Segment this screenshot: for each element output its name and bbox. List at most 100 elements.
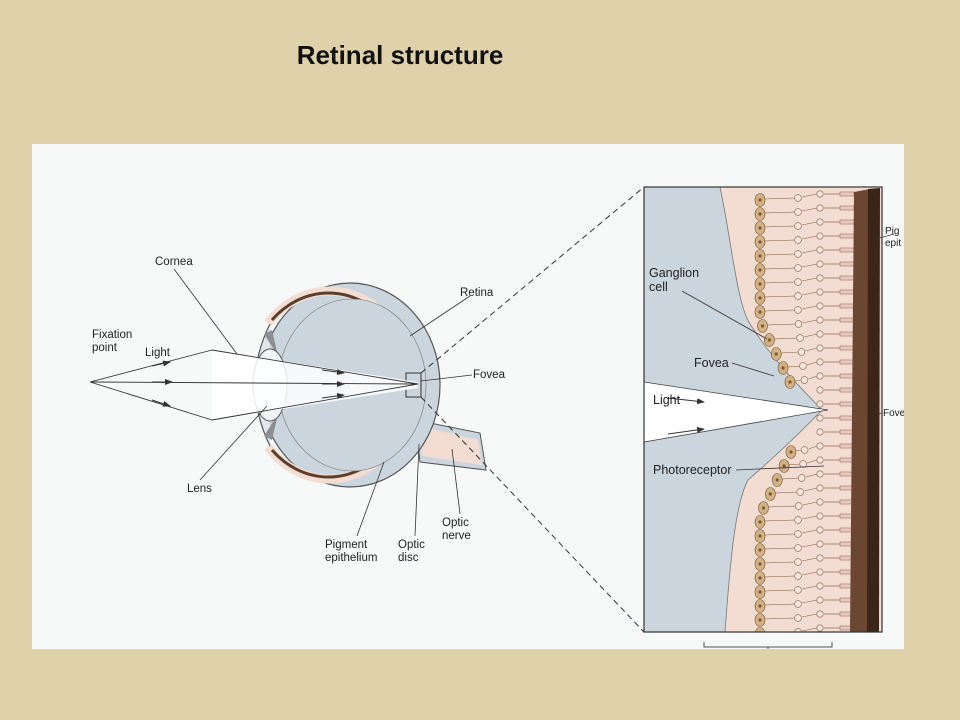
cell-connection	[801, 557, 818, 562]
bipolar-cell	[794, 222, 802, 230]
ganglion-axon	[764, 561, 796, 564]
photoreceptor-segment	[839, 415, 855, 421]
slide-title: Retinal structure	[296, 40, 504, 70]
cell-connection	[807, 459, 818, 464]
ganglion-axon	[764, 295, 796, 298]
detail-light-arrow-1	[667, 397, 705, 405]
ganglion-nucleus	[767, 338, 771, 342]
photoreceptor-cell	[816, 442, 824, 450]
label-fovea: Fovea	[473, 369, 506, 381]
cell-connection	[808, 445, 818, 450]
ganglion-axon	[781, 351, 799, 354]
ganglion-axon	[764, 547, 796, 550]
ganglion-axon	[764, 603, 796, 606]
ganglion-nucleus	[758, 254, 762, 258]
light-ray-upper	[89, 349, 213, 383]
ganglion-nucleus	[758, 548, 762, 552]
photoreceptor-cell	[816, 246, 824, 254]
ganglion-axon	[782, 477, 799, 480]
label-edge-fove: Fove	[883, 408, 904, 419]
label-detail-fovea: Fovea	[694, 356, 729, 370]
ganglion-axon	[788, 365, 800, 368]
photoreceptor-cell	[816, 498, 824, 506]
photoreceptor-cell	[816, 568, 824, 576]
label-photoreceptor: Photoreceptor	[653, 463, 732, 477]
bipolar-cell	[794, 306, 802, 314]
bipolar-cell	[799, 362, 807, 370]
bipolar-cell	[794, 250, 802, 258]
ganglion-nucleus	[774, 352, 778, 356]
bipolar-cell	[794, 264, 802, 272]
bipolar-cell	[794, 530, 802, 538]
ganglion-nucleus	[782, 464, 786, 468]
light-ray-lower-2	[211, 383, 419, 421]
photoreceptor-segment	[839, 205, 855, 211]
ganglion-axon	[764, 197, 796, 200]
ganglion-nucleus	[758, 576, 762, 580]
label-optic-nerve-line1: Optic	[442, 517, 469, 529]
arrow-4	[321, 369, 345, 376]
ganglion-axon	[764, 617, 796, 620]
cell-connection	[802, 501, 818, 506]
label-fixation-point-line1: Fixation	[92, 329, 132, 341]
photoreceptor-cell	[816, 372, 824, 380]
ganglion-axon	[774, 337, 798, 340]
ganglion-axon	[764, 225, 796, 228]
bipolar-cell	[794, 516, 802, 524]
photoreceptor-segment	[839, 261, 855, 267]
ganglion-nucleus	[758, 618, 762, 622]
photoreceptor-cell	[816, 190, 824, 198]
ganglion-axon	[764, 533, 796, 536]
ganglion-axon	[795, 449, 802, 452]
photoreceptor-segment	[839, 401, 855, 407]
leader-retina	[409, 295, 471, 337]
photoreceptor-cell	[816, 386, 824, 394]
arrow-6	[321, 392, 345, 399]
fovea-detail: Ganglion cell Fovea Light Photoreceptor …	[643, 186, 904, 633]
leader-fovea	[420, 374, 473, 382]
photoreceptor-segment	[839, 219, 855, 225]
photoreceptor-segment	[839, 303, 855, 309]
leader-lens	[199, 405, 268, 481]
bipolar-cell	[794, 292, 802, 300]
photoreceptor-segment	[839, 191, 855, 197]
bipolar-cell	[794, 194, 802, 202]
photoreceptor-cell	[816, 596, 824, 604]
bipolar-cell	[794, 628, 802, 632]
ganglion-nucleus	[781, 366, 785, 370]
photoreceptor-cell	[816, 260, 824, 268]
photoreceptor-cell	[816, 358, 824, 366]
photoreceptor-cell	[816, 456, 824, 464]
detail-pigment-band	[850, 189, 870, 632]
label-optic-disc-line2: disc	[398, 552, 419, 564]
ganglion-nucleus	[758, 240, 762, 244]
photoreceptor-cell	[816, 400, 824, 408]
ganglion-axon	[775, 491, 798, 494]
detail-frame	[643, 186, 883, 633]
ganglion-nucleus	[758, 212, 762, 216]
photoreceptor-cell	[816, 540, 824, 548]
photoreceptor-segment	[839, 289, 855, 295]
label-retina: Retina	[460, 287, 494, 299]
label-edge-pig-line2: epit	[885, 238, 901, 249]
ganglion-axon	[764, 519, 796, 522]
detail-pigment-edge	[867, 188, 880, 632]
photoreceptor-cell	[816, 554, 824, 562]
cell-connection	[805, 473, 818, 478]
photoreceptor-segment	[839, 233, 855, 239]
bipolar-cell	[794, 544, 802, 552]
photoreceptor-cell	[816, 344, 824, 352]
cell-connection	[801, 529, 818, 534]
ganglion-nucleus	[758, 562, 762, 566]
photoreceptor-cell	[816, 512, 824, 520]
bipolar-cell	[796, 488, 804, 496]
photoreceptor-cell	[816, 624, 824, 632]
ganglion-axon	[794, 379, 802, 382]
ganglion-axon	[764, 253, 796, 256]
label-pigment-epithelium-line1: Pigment	[325, 539, 368, 551]
bipolar-cell	[794, 208, 802, 216]
label-optic-disc-line1: Optic	[398, 539, 425, 551]
arrow-3	[151, 399, 171, 407]
cell-connection	[806, 361, 818, 366]
ganglion-nucleus	[758, 590, 762, 594]
